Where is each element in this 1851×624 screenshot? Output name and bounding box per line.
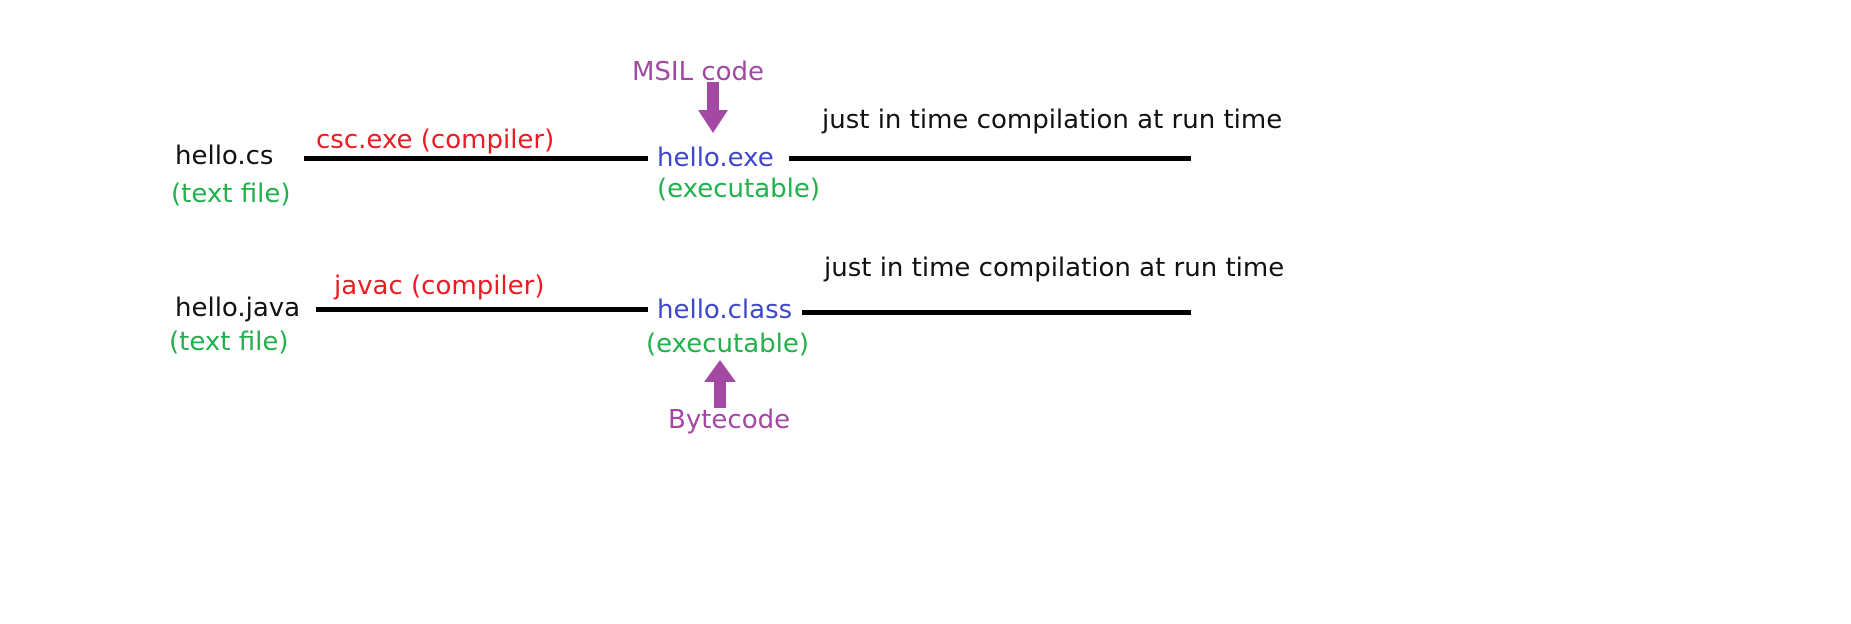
output-type-class: (executable) — [646, 329, 810, 359]
jit-line-java — [802, 310, 1191, 315]
source-type-java: (text file) — [169, 327, 289, 357]
bytecode-label: Bytecode — [668, 405, 791, 435]
compiler-label-java: javac (compiler) — [334, 271, 545, 301]
source-file-java: hello.java — [175, 293, 301, 323]
arrow-up-icon — [704, 360, 736, 408]
output-type-exe: (executable) — [657, 174, 821, 204]
output-file-class: hello.class — [657, 295, 793, 325]
source-type-cs: (text file) — [171, 179, 291, 209]
compile-line-cs — [304, 156, 648, 161]
compile-line-java — [316, 307, 648, 312]
msil-code-label: MSIL code — [632, 57, 765, 87]
jit-line-cs — [789, 156, 1191, 161]
jit-label-cs: just in time compilation at run time — [822, 105, 1283, 135]
arrow-down-icon — [698, 82, 728, 133]
jit-label-java: just in time compilation at run time — [824, 253, 1285, 283]
output-file-exe: hello.exe — [657, 143, 774, 173]
compiler-label-cs: csc.exe (compiler) — [316, 125, 555, 155]
source-file-cs: hello.cs — [175, 141, 274, 171]
